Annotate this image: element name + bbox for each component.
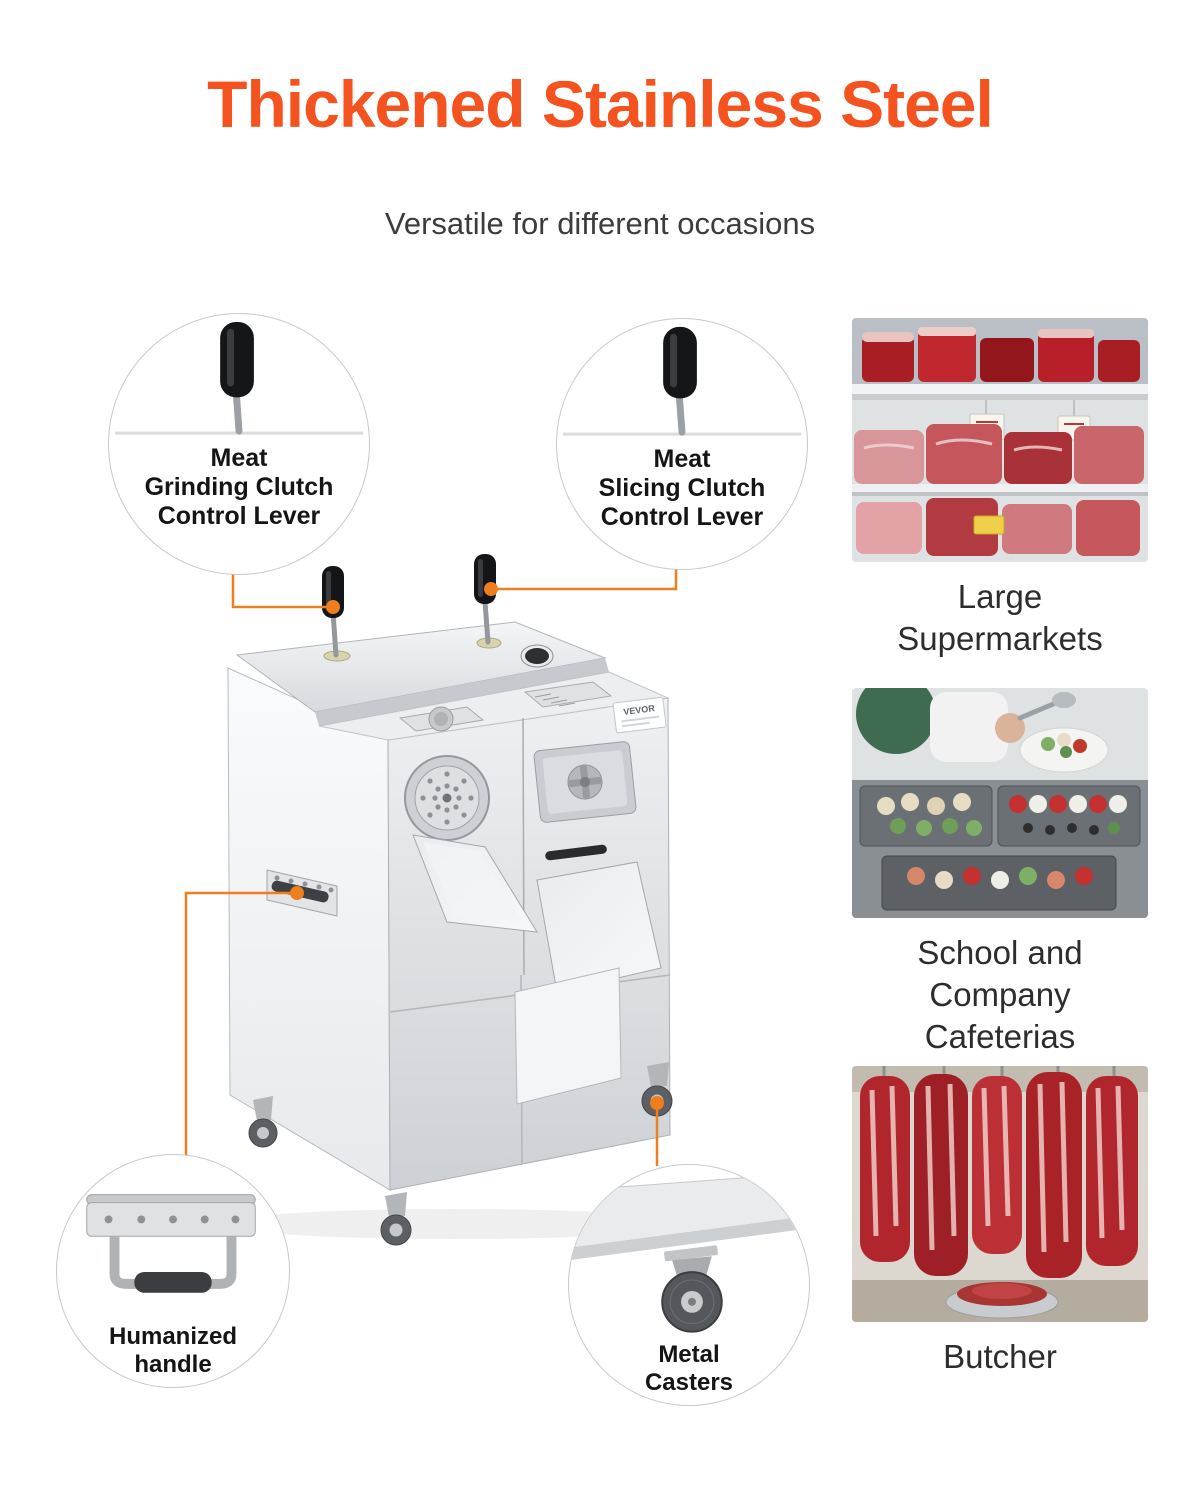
cafeteria-photo [852,688,1148,918]
machine-side-face [227,667,391,1191]
occasion-caption-butcher: Butcher [943,1338,1057,1375]
brand-label-text: VEVOR [623,703,656,717]
panel-seam-upper [522,717,525,976]
callout-slicing-lever: Meat Slicing Clutch Control Lever [556,318,808,570]
food-tray-left [859,785,993,847]
callout-handle: Humanized handle [56,1154,290,1388]
butcher-photo [852,1066,1148,1322]
grinding-lever-icon [114,321,364,435]
slicing-lever-label: Meat Slicing Clutch Control Lever [598,445,766,531]
slicer-feed-tray [523,681,613,708]
callout-casters: Metal Casters [568,1164,810,1406]
salad-bowl [1019,727,1109,773]
page-subtitle: Versatile for different occasions [384,206,816,241]
supermarket-photo [852,318,1148,562]
caster-front-left [380,1192,412,1246]
slicer-chute [514,861,662,1105]
machine-hood-lip [315,658,609,726]
handle-icon [86,1194,256,1293]
occasion-caption-cafeteria: School and Company Cafeterias [917,934,1083,1056]
server-figure [856,688,1076,762]
brand-label: VEVOR [612,696,667,734]
meat-machine-illustration: VEVOR [220,554,690,1246]
handle-label: Humanized handle [108,1323,237,1378]
meat-top-shelf [862,327,1140,382]
caster-icon [569,1172,809,1333]
grinder-plate [404,755,490,841]
food-tray-right [997,785,1141,847]
meat-middle-shelf [854,424,1144,484]
grinder-chute [412,834,538,933]
occasion-cafeteria: School and Company Cafeterias [852,688,1148,1059]
slicer-handle-bar [545,844,607,861]
control-button [520,644,554,668]
callout-grinding-lever: Meat Grinding Clutch Control Lever [108,313,370,575]
grinding-lever-label: Meat Grinding Clutch Control Lever [144,444,334,530]
page-title: Thickened Stainless Steel [207,67,994,141]
hanging-meat [860,1066,1138,1278]
occasion-butcher: Butcher [852,1066,1148,1378]
slicer-window [533,741,637,823]
meat-bottom-shelf [856,498,1140,556]
mince-bowl [945,1282,1059,1319]
food-tray-front [881,855,1117,911]
casters-label: Metal Casters [644,1341,734,1396]
occasion-caption-supermarket: Large Supermarkets [897,578,1103,658]
slicing-lever-icon [562,326,802,436]
occasion-supermarket: Large Supermarkets [852,318,1148,660]
grinder-feed-tray [398,706,485,732]
